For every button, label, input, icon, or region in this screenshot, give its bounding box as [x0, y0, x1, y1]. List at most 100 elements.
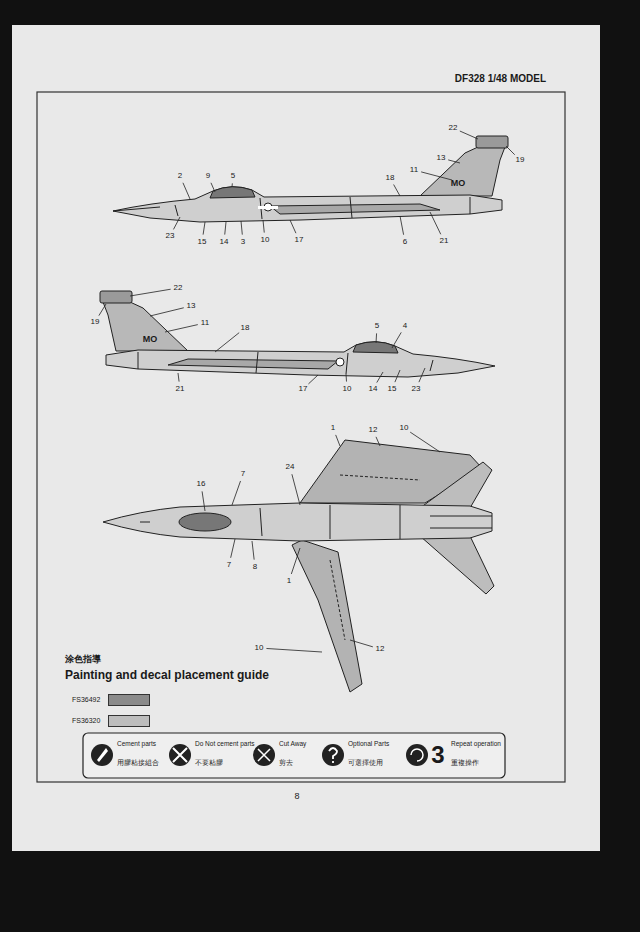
- callout-number: 19: [91, 318, 100, 327]
- page-number: 8: [294, 792, 299, 802]
- repeat-icon: [406, 744, 428, 766]
- glue-tube: [97, 748, 108, 762]
- canopy: [210, 187, 255, 198]
- callout-number: 11: [410, 166, 418, 175]
- canopy: [353, 342, 398, 353]
- symbol-text: 可選擇使用: [348, 759, 383, 767]
- leader-line: [395, 370, 400, 382]
- leader-line: [460, 131, 478, 139]
- callout-number: 4: [403, 322, 407, 331]
- leader-line: [350, 640, 373, 647]
- callout-number: 2: [178, 172, 182, 181]
- canopy: [179, 513, 231, 531]
- leader-line: [430, 212, 441, 234]
- callout-number: 14: [369, 385, 378, 394]
- optional-icon: [322, 744, 344, 766]
- repeat-arrow: [411, 749, 423, 761]
- callout-number: 14: [220, 238, 229, 247]
- symbol-text: Do Not cement parts: [195, 740, 255, 747]
- paper-sheet: [12, 25, 600, 851]
- tail-code: MO: [451, 179, 466, 189]
- leader-line: [99, 304, 106, 316]
- tail-fin: [420, 147, 505, 196]
- leader-line: [346, 374, 348, 382]
- callout-number: 15: [388, 385, 397, 394]
- leader-line: [266, 648, 322, 652]
- callout-number: 22: [174, 284, 183, 293]
- callout-number: 7: [227, 561, 231, 570]
- panel-line: [330, 475, 420, 640]
- symbol-text: 不要粘膠: [195, 759, 223, 767]
- callout-number: 12: [376, 645, 385, 654]
- callout-number: 13: [437, 154, 446, 163]
- legend-text: FS36492: [72, 696, 100, 704]
- callout-number: 24: [286, 463, 295, 472]
- model-code: DF328 1/48 MODEL: [455, 73, 546, 84]
- panel-line: [113, 207, 160, 211]
- roundel: [336, 358, 344, 366]
- callout-number: 8: [253, 563, 257, 572]
- callout-number: 19: [516, 156, 525, 165]
- tailplane: [420, 462, 492, 508]
- callout-number: 13: [187, 302, 196, 311]
- leader-line: [211, 183, 215, 192]
- leader-line: [291, 548, 300, 574]
- leader-line: [165, 325, 198, 332]
- tail-pod: [476, 136, 508, 148]
- wing-glove: [168, 359, 338, 369]
- callout-number: 21: [440, 237, 449, 246]
- leader-line: [225, 222, 226, 235]
- callout-number: 10: [261, 236, 270, 245]
- panel-line: [138, 352, 433, 374]
- callout-number: 5: [231, 172, 235, 181]
- color-swatch: [108, 715, 150, 727]
- leader-line: [419, 368, 425, 382]
- leader-line: [178, 373, 179, 382]
- callout-number: 21: [176, 385, 185, 394]
- guide-title: Painting and decal placement guide: [65, 669, 269, 682]
- tailplane: [420, 536, 494, 594]
- panel-line: [175, 197, 470, 219]
- tail-pod: [100, 291, 132, 303]
- callout-number: 10: [255, 644, 264, 653]
- leader-line: [202, 491, 205, 511]
- callout-number: 18: [386, 174, 395, 183]
- color-swatch: [108, 694, 150, 706]
- fuselage: [113, 187, 502, 222]
- symbol-text: Cement parts: [117, 740, 156, 747]
- callout-number: 3: [241, 238, 245, 247]
- callout-number: 10: [400, 424, 409, 433]
- question-mark: [329, 748, 337, 763]
- leader-line: [215, 333, 239, 352]
- no-cement-icon: [169, 744, 191, 766]
- callout-number: 10: [343, 385, 352, 394]
- leader-line: [173, 217, 180, 229]
- wing-spread: [292, 540, 362, 692]
- callout-number: 7: [241, 470, 245, 479]
- leader-line: [308, 375, 318, 384]
- wing-glove: [270, 204, 440, 214]
- leader-line: [392, 332, 401, 348]
- leader-line: [183, 183, 190, 199]
- callout-number: 17: [295, 236, 304, 245]
- panel-line: [140, 505, 492, 539]
- leader-line: [394, 185, 400, 196]
- leader-line: [448, 160, 460, 163]
- callout-number: 23: [166, 232, 175, 241]
- callout-number: 23: [412, 385, 421, 394]
- leader-line: [410, 432, 440, 452]
- callout-number: 1: [287, 577, 291, 586]
- leader-line: [252, 541, 254, 560]
- callout-number: 5: [375, 322, 379, 331]
- fuselage: [103, 503, 492, 541]
- leader-line: [231, 539, 235, 558]
- callout-number: 18: [241, 324, 250, 333]
- legend-text: FS36320: [72, 717, 100, 725]
- symbol-text: 重複操作: [451, 759, 479, 767]
- roundel-bar: [258, 206, 278, 209]
- leader-line: [232, 183, 233, 187]
- leader-line: [150, 308, 184, 316]
- scissors-mark: [258, 749, 270, 761]
- leader-line: [336, 435, 340, 446]
